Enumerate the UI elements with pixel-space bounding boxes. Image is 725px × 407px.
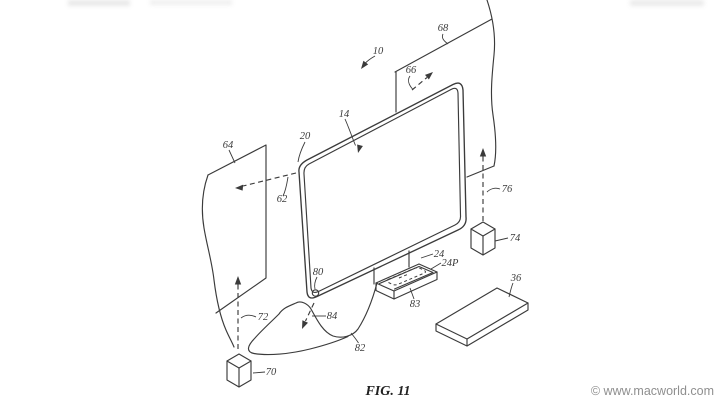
ref-label-70: 70 <box>266 367 277 378</box>
ref-label-66: 66 <box>406 65 417 76</box>
accessory-36 <box>435 287 529 347</box>
ref-label-82: 82 <box>355 343 366 354</box>
ref-label-24: 24 <box>434 249 445 260</box>
watermark: © www.macworld.com <box>591 384 714 398</box>
arrow-10 <box>361 55 376 69</box>
reference-numerals: 10 68 66 14 20 64 62 76 74 24 24P 80 83 … <box>223 23 522 378</box>
sheet-68 <box>394 0 497 178</box>
top-edge-artifact <box>68 0 130 6</box>
top-edge-artifact <box>150 0 232 5</box>
arrow-14 <box>344 118 363 153</box>
corner-port-80 <box>311 289 320 297</box>
sheet-64 <box>201 144 267 348</box>
cube-70 <box>226 353 252 388</box>
ref-label-76: 76 <box>502 184 513 195</box>
surface-82 <box>247 282 378 356</box>
ref-label-10: 10 <box>373 46 384 57</box>
ref-label-83: 83 <box>410 299 421 310</box>
ref-label-20: 20 <box>300 131 311 142</box>
figure-caption: FIG. 11 <box>364 384 410 399</box>
monitor <box>298 82 467 299</box>
cube-74 <box>470 221 496 256</box>
ref-label-24P: 24P <box>442 258 460 269</box>
ref-label-74: 74 <box>510 233 521 244</box>
arrow-62 <box>235 172 297 191</box>
arrow-66 <box>411 72 433 91</box>
stand-connector-outline-83 <box>386 267 426 286</box>
ref-label-72: 72 <box>258 312 269 323</box>
top-edge-artifact <box>630 0 704 6</box>
arrow-84 <box>302 302 315 329</box>
ref-label-64: 64 <box>223 140 234 151</box>
arrow-76 <box>479 148 487 221</box>
ref-label-68: 68 <box>438 23 449 34</box>
arrow-72 <box>234 276 242 349</box>
ref-label-36: 36 <box>510 273 522 284</box>
leader-lines <box>228 33 514 374</box>
ref-label-84: 84 <box>327 311 338 322</box>
ref-label-62: 62 <box>277 194 288 205</box>
ref-label-80: 80 <box>313 267 324 278</box>
stand <box>373 250 438 300</box>
ref-label-14: 14 <box>339 109 350 120</box>
